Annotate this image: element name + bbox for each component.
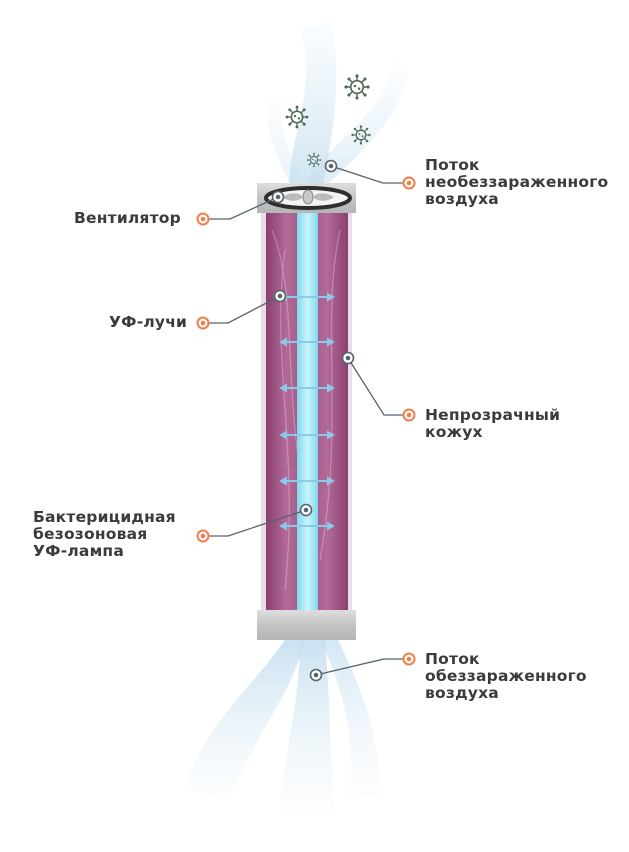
marker-outflow <box>402 652 416 666</box>
sterilizer-device <box>257 183 356 640</box>
marker-lamp-point <box>299 503 313 517</box>
uv-lamp <box>297 211 318 612</box>
marker-uv-point <box>273 289 287 303</box>
marker-fan-point <box>271 190 285 204</box>
marker-casing <box>402 408 416 422</box>
marker-fan <box>196 212 210 226</box>
label-outflow: Поток обеззараженного воздуха <box>425 650 587 702</box>
outflow-stream <box>185 640 380 810</box>
marker-casing-point <box>341 351 355 365</box>
label-casing: Непрозрачный кожух <box>425 406 561 441</box>
fan-icon <box>264 186 352 210</box>
germ-icon <box>284 104 310 130</box>
marker-outflow-point <box>309 668 323 682</box>
marker-lamp <box>196 529 210 543</box>
label-lamp: Бактерицидная безозоновая УФ-лампа <box>33 508 176 560</box>
leader-lines <box>204 165 408 676</box>
germ-icon <box>343 73 371 101</box>
marker-uv <box>196 316 210 330</box>
bottom-cap <box>257 610 356 640</box>
marker-inflow <box>402 176 416 190</box>
label-uv-rays: УФ-лучи <box>109 313 188 331</box>
marker-inflow-point <box>324 159 338 173</box>
label-inflow: Поток необеззараженного воздуха <box>425 156 609 208</box>
label-fan: Вентилятор <box>74 209 181 227</box>
